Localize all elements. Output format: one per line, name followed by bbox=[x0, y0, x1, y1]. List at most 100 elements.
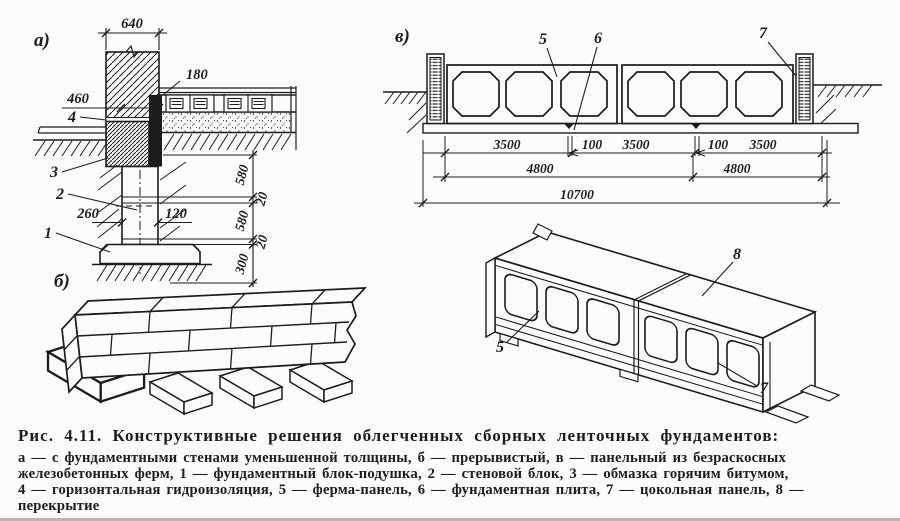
panel-opening bbox=[735, 71, 783, 117]
dim-extension-lines bbox=[422, 136, 828, 207]
callout-6: 6 bbox=[594, 30, 602, 47]
dim-chain-ticks bbox=[248, 150, 258, 288]
iso-opening bbox=[545, 285, 579, 334]
iso-callout-5-leader bbox=[506, 310, 540, 343]
dim-460: 460 bbox=[66, 91, 89, 107]
plinth-panel-left-hatch bbox=[429, 57, 442, 121]
dim-640-lines bbox=[98, 28, 167, 50]
dim-3500-2: 3500 bbox=[622, 137, 650, 152]
top-face-joint-marks bbox=[149, 289, 326, 312]
dim-4800-2: 4800 bbox=[723, 161, 751, 176]
callout-4-leader bbox=[79, 116, 107, 121]
section-v-label: в) bbox=[395, 26, 410, 47]
dim-row1-ticks bbox=[440, 148, 827, 158]
dim-20-bottom: 20 bbox=[252, 233, 270, 251]
dim-100-arrows bbox=[567, 149, 706, 157]
dim-3500-3: 3500 bbox=[749, 137, 777, 152]
iso-chord-lines bbox=[495, 264, 763, 405]
dim-10700: 10700 bbox=[560, 187, 594, 202]
callout-2: 2 bbox=[55, 186, 64, 203]
callout-6-leader bbox=[573, 46, 598, 131]
dim-300: 300 bbox=[232, 252, 252, 277]
backfill-stipple bbox=[161, 113, 291, 132]
dim-180-leader bbox=[162, 80, 181, 96]
iso-opening bbox=[685, 327, 719, 376]
trench-hatch-left bbox=[95, 164, 123, 239]
iso-callout-7-leader bbox=[717, 362, 758, 387]
iso-callout-8-leader bbox=[701, 261, 734, 297]
dim-20-top: 20 bbox=[252, 190, 270, 208]
base-plate-strip bbox=[422, 122, 859, 134]
iso-callout-8: 8 bbox=[733, 246, 741, 263]
caption-line: железобетонных ферм, 1 — фундаментный бл… bbox=[18, 466, 789, 482]
joints-course-2 bbox=[109, 322, 337, 355]
caption-line: перекрытие bbox=[18, 498, 100, 514]
iso-opening bbox=[504, 273, 538, 322]
dim-4800-1: 4800 bbox=[526, 161, 554, 176]
ground-hatch-right bbox=[815, 84, 873, 129]
dim-100-1: 100 bbox=[582, 137, 603, 152]
panel-opening bbox=[627, 71, 675, 117]
page-edge-shadow bbox=[0, 518, 900, 521]
ground-hatch-left bbox=[384, 91, 427, 134]
wall-front-face bbox=[74, 301, 357, 379]
iso-view-drawing: 5 8 7 bbox=[485, 223, 841, 424]
joints-course-1 bbox=[147, 303, 313, 333]
iso-callout-5: 5 bbox=[496, 339, 504, 356]
level-lines bbox=[163, 154, 257, 284]
ground-hatch-footing bbox=[96, 264, 207, 282]
section-b-label: б) bbox=[54, 271, 70, 292]
dim-260-120-ticks bbox=[117, 218, 163, 227]
panel-opening bbox=[680, 71, 728, 117]
dim-260: 260 bbox=[76, 206, 99, 222]
iso-end-foot bbox=[799, 384, 841, 402]
callout-1: 1 bbox=[44, 225, 52, 242]
dim-120: 120 bbox=[165, 206, 187, 222]
iso-end-foot bbox=[764, 405, 810, 424]
floor-finish-lines bbox=[159, 87, 296, 94]
floor-cut-edge bbox=[290, 86, 297, 150]
plinth-panel-right-hatch bbox=[798, 57, 811, 121]
callout-4: 4 bbox=[67, 109, 76, 126]
trench-hatch-right bbox=[159, 161, 187, 242]
footing-pad-iso bbox=[149, 372, 213, 415]
iso-opening bbox=[726, 339, 760, 388]
hollow-floor-block bbox=[223, 94, 273, 113]
course-lines bbox=[76, 321, 350, 358]
figure-drawings: а) 640 460 4 180 bbox=[33, 16, 882, 424]
dim-640-ticks bbox=[101, 28, 164, 38]
iso-panel-joint bbox=[633, 299, 640, 376]
section-a-label: а) bbox=[34, 30, 50, 51]
dim-row3-ticks bbox=[418, 198, 832, 208]
footing-pad-iso bbox=[219, 366, 283, 409]
iso-left-edge bbox=[485, 256, 496, 339]
iso-opening bbox=[644, 315, 678, 364]
section-b-drawing: б) bbox=[46, 271, 368, 415]
callout-3: 3 bbox=[49, 164, 58, 181]
basement-block bbox=[105, 120, 150, 168]
iso-slab-corner-tab bbox=[532, 223, 553, 241]
footing-pad bbox=[99, 243, 201, 265]
footing-pad-iso bbox=[289, 360, 353, 403]
callout-7-leader bbox=[767, 41, 797, 77]
dim-580-bottom: 580 bbox=[232, 209, 252, 233]
caption-line: 4 — горизонтальная гидроизоляция, 5 — фе… bbox=[18, 482, 804, 498]
section-a-drawing: а) 640 460 4 180 bbox=[33, 16, 297, 288]
callout-3-leader bbox=[61, 157, 109, 173]
caption-title: Рис. 4.11. Конструктивные решения облегч… bbox=[18, 426, 780, 445]
callout-1-leader bbox=[55, 232, 111, 253]
dim-180: 180 bbox=[186, 67, 208, 83]
callout-2-leader bbox=[67, 193, 138, 211]
ground-hatch-left bbox=[34, 140, 107, 157]
dim-580-top: 580 bbox=[232, 163, 252, 187]
dim-640: 640 bbox=[121, 16, 143, 32]
iso-opening bbox=[586, 298, 620, 346]
caption-line: а — с фундаментными стенами уменьшенной … bbox=[18, 450, 786, 466]
callout-7: 7 bbox=[759, 25, 768, 42]
dim-row2-ticks bbox=[440, 172, 827, 182]
iso-foot bbox=[619, 368, 639, 383]
sidewalk-lines bbox=[37, 126, 106, 134]
joints-course-3 bbox=[147, 343, 313, 375]
hollow-floor-block bbox=[165, 94, 215, 113]
dim-460-ticks bbox=[116, 103, 164, 113]
